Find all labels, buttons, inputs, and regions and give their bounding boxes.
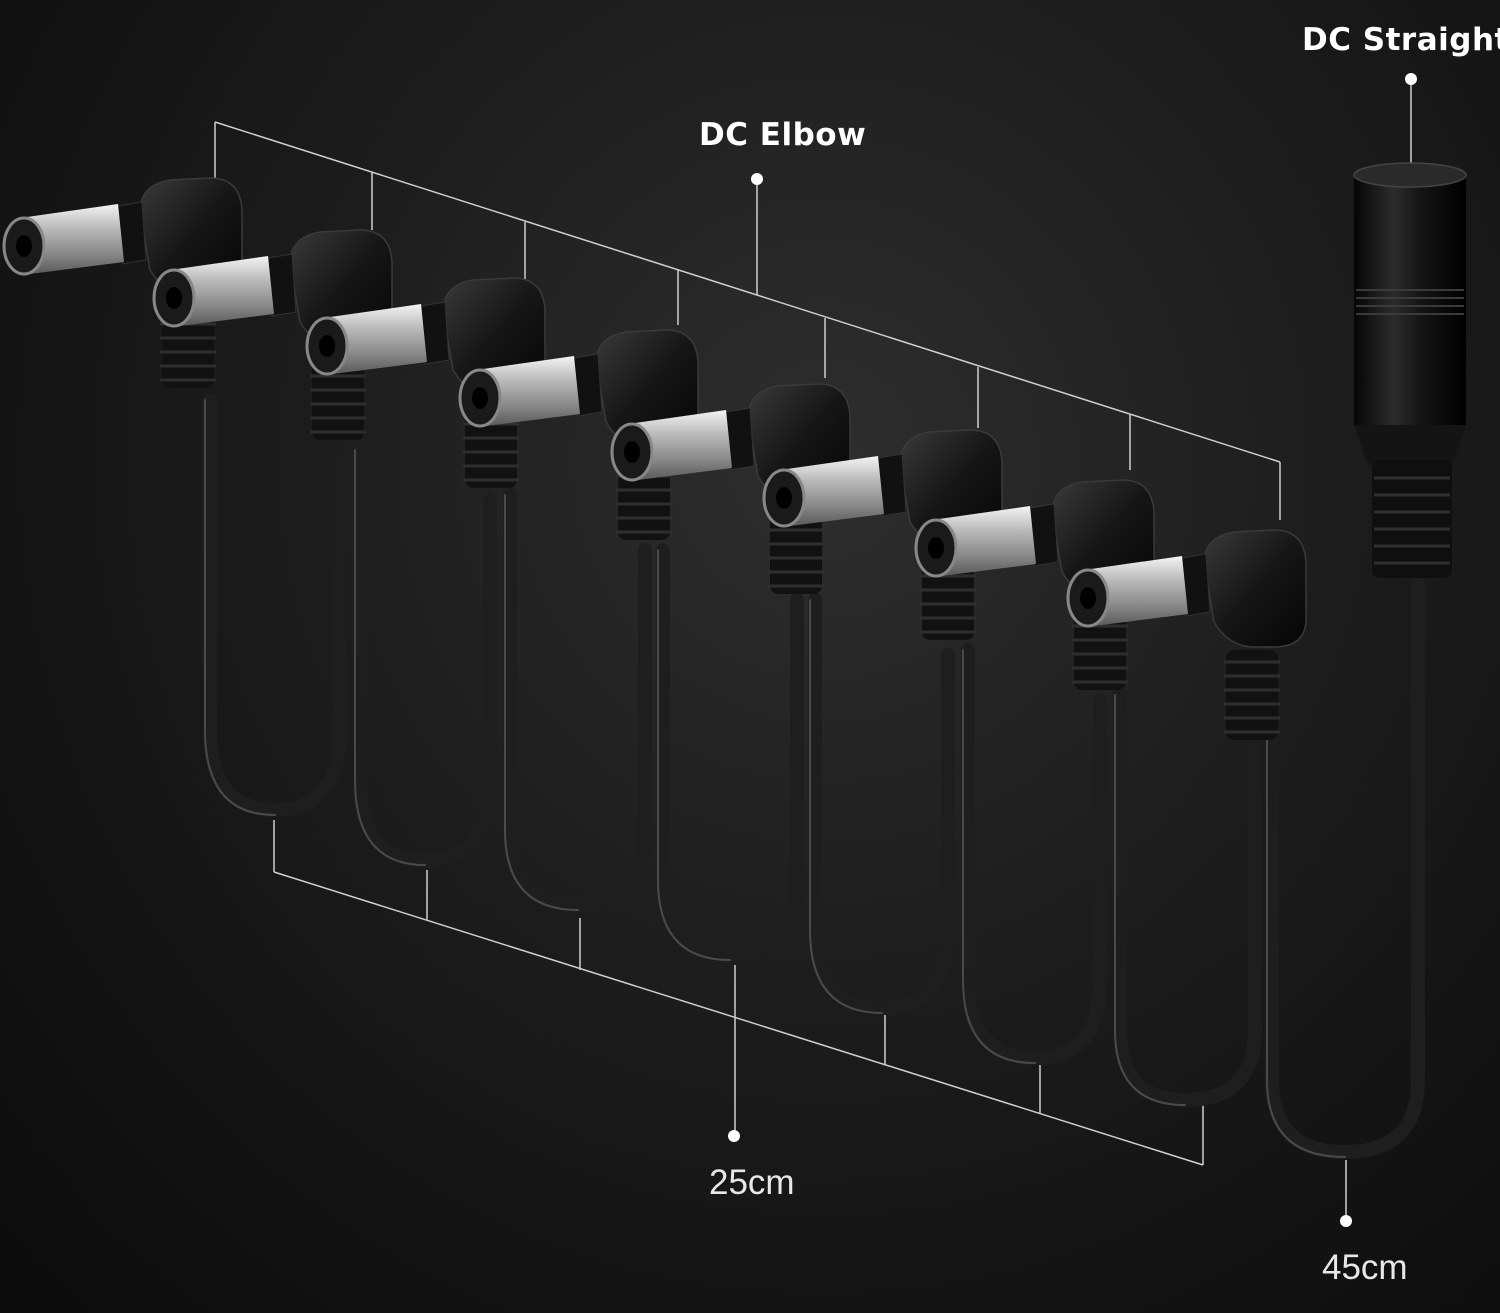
callout-dots <box>728 73 1417 1227</box>
dc-straight-label: DC Straight <box>1302 22 1500 58</box>
dc-elbow-label: DC Elbow <box>699 117 867 153</box>
cables <box>203 393 1425 1160</box>
short-length-label: 25cm <box>709 1163 795 1202</box>
callout-lines <box>214 80 1412 1220</box>
straight-plug <box>1353 162 1467 578</box>
long-length-label: 45cm <box>1322 1248 1408 1287</box>
